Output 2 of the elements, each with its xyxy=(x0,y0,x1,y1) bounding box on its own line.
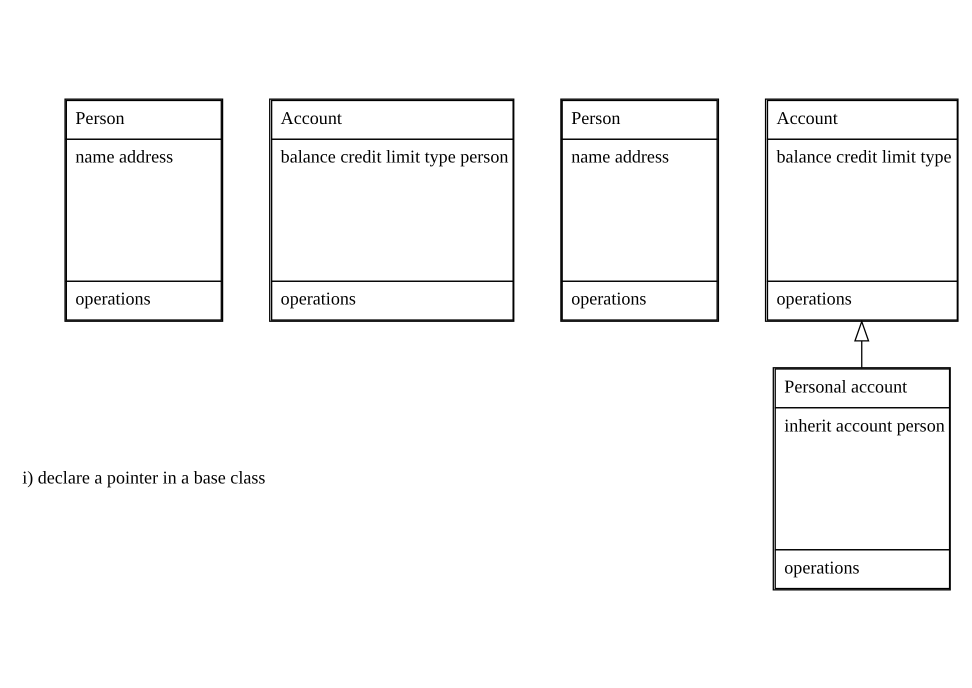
label: i) declare a pointer in a base class xyxy=(22,467,266,488)
arrow xyxy=(854,319,870,367)
